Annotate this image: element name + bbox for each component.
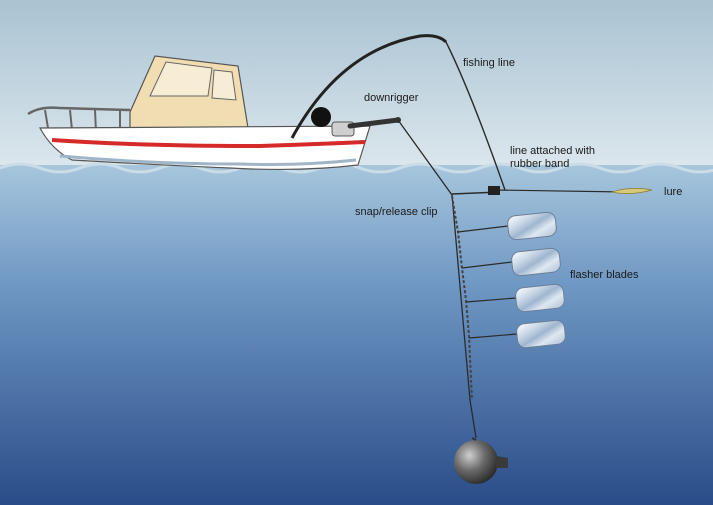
fishing-line [445, 41, 506, 191]
fishing-rod [290, 34, 448, 139]
water-surface [0, 162, 713, 174]
label-fishing-line: fishing line [463, 57, 515, 69]
flasher-assembly [451, 195, 566, 401]
boat-stripe [51, 138, 366, 149]
downrigger-cable [397, 119, 477, 439]
lure-line [494, 189, 626, 193]
label-lure: lure [664, 186, 683, 198]
boat-hull [38, 125, 371, 171]
boat-railing [27, 106, 131, 116]
label-flasher-blades: flasher blades [570, 269, 639, 281]
rod-reel [311, 107, 331, 127]
flasher-blade-3 [515, 283, 565, 313]
label-snap-release-clip: snap/release clip [355, 206, 438, 218]
label-line-attached: line attached with rubber band [510, 145, 595, 170]
cabin-window-2 [211, 69, 237, 101]
cabin-window [149, 61, 213, 97]
label-downrigger: downrigger [364, 92, 419, 104]
flasher-blade-2 [511, 247, 561, 277]
release-clip [451, 186, 501, 195]
lure [610, 188, 653, 194]
flasher-blade-4 [516, 319, 566, 349]
water [0, 165, 713, 505]
boat [27, 55, 371, 171]
flasher-blade-1 [507, 211, 557, 241]
downrigger-weight [454, 437, 508, 484]
